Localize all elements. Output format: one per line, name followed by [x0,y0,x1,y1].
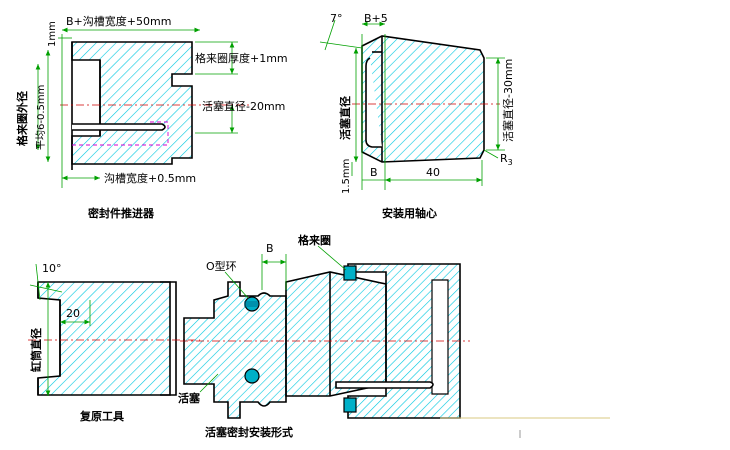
pusher-piston-dia-dim: 活塞直径-20mm [202,99,285,113]
mandrel-caption: 安装用轴心 [382,206,437,220]
mandrel-40-dim: 40 [426,166,440,179]
reset-tool-figure: 10° 20 缸筒直径 复原工具 [28,262,200,423]
reset-20-dim: 20 [66,307,80,320]
assembly-piston-label: 活塞 [178,391,201,405]
pusher-1mm-dim: 1mm [47,21,58,47]
mandrel-angle-dim: 7° [330,12,343,25]
pusher-groove-width-dim: 沟槽宽度+0.5mm [104,171,196,185]
pusher-ring-thickness-dim: 格来圈厚度+1mm [195,51,288,65]
pusher-outer-dim-1: 格来圈外径 [15,91,29,146]
mandrel-b-dim: B [370,166,378,179]
assembly-glyd-label: 格来圈 [298,233,331,247]
reset-angle-dim: 10° [42,262,62,275]
pusher-top-dim: B+沟槽宽度+50mm [66,14,171,28]
pusher-caption: 密封件推进器 [88,206,155,220]
assembly-b-label: B [266,242,274,255]
mandrel-15-dim: 1.5mm [341,159,352,194]
assembly-oring-label: O型环 [206,259,237,273]
pusher-outer-dim-2: 平均6-0.5mm [35,85,47,150]
assembly-figure: O型环 B 格来圈 活塞 活塞密封安装形式 [178,233,610,439]
reset-cyl-dim: 缸筒直径 [29,328,43,373]
mandrel-right-dim: 活塞直径-30mm [501,59,515,142]
pusher-figure: B+沟槽宽度+50mm 格来圈厚度+1mm 活塞直径-20mm 沟槽宽度+0.5… [15,14,288,220]
assembly-caption: 活塞密封安装形式 [205,425,293,439]
mandrel-b5-dim: B+5 [364,12,388,25]
mandrel-figure: 7° B+5 活塞直径 活塞直径-30mm R3 1.5mm B 40 安装用轴… [319,12,515,220]
reset-caption: 复原工具 [79,409,124,423]
mandrel-piston-dim: 活塞直径 [338,96,352,140]
mandrel-r-dim: R3 [500,152,513,167]
